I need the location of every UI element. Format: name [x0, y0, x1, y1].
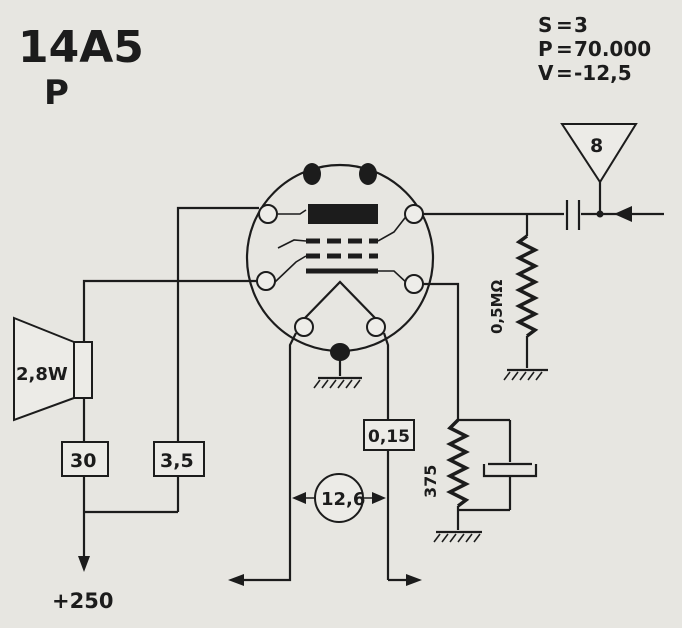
- spec-p-eq: =: [556, 37, 573, 61]
- resistor-3-5-label: 3,5: [160, 450, 194, 472]
- grid-resistor-label: 0,5MΩ: [488, 280, 506, 334]
- resistor-30-label: 30: [70, 450, 96, 472]
- speaker: 2,8W: [13, 316, 93, 422]
- spec-s-value: 3: [574, 13, 588, 37]
- resistor-0-15-label: 0,15: [368, 427, 410, 447]
- tube-type-label: 14A5: [18, 22, 144, 73]
- tube-pin: [404, 274, 424, 294]
- spec-s-label: S: [538, 13, 552, 37]
- spec-p-value: 70.000: [574, 37, 651, 61]
- spec-v-value: -12,5: [574, 61, 632, 85]
- tube-pin: [404, 204, 424, 224]
- heater-voltage-label: 12,6: [321, 489, 365, 510]
- ground-symbol: [313, 358, 362, 389]
- tube-pin: [256, 271, 276, 291]
- plate-electrode: [308, 204, 378, 224]
- heater-voltage-circle: [314, 473, 364, 523]
- resistor-3-5-box: [153, 441, 205, 477]
- speaker-power-label: 2,8W: [16, 364, 68, 385]
- tube-pin: [366, 317, 386, 337]
- tube-pin: [294, 317, 314, 337]
- spec-s-eq: =: [556, 13, 573, 37]
- grid-resistor: [515, 234, 539, 338]
- cathode-resistor: [446, 418, 470, 508]
- connector-triangle: 8: [560, 123, 638, 184]
- connector-number-label: 8: [590, 135, 603, 157]
- specs-block: S = 3 P = 70.000 V = -12,5: [538, 13, 651, 85]
- spec-v-eq: =: [556, 61, 573, 85]
- spec-p-label: P: [538, 37, 553, 61]
- tube-function-label: P: [44, 73, 69, 113]
- cathode-resistor-label: 375: [421, 465, 440, 498]
- resistor-30-box: [61, 441, 109, 477]
- tube-pin: [258, 204, 278, 224]
- spec-v-label: V: [538, 61, 554, 85]
- supply-voltage-label: +250: [52, 589, 113, 613]
- tube-envelope: [245, 163, 435, 361]
- resistor-0-15-box: [363, 419, 415, 451]
